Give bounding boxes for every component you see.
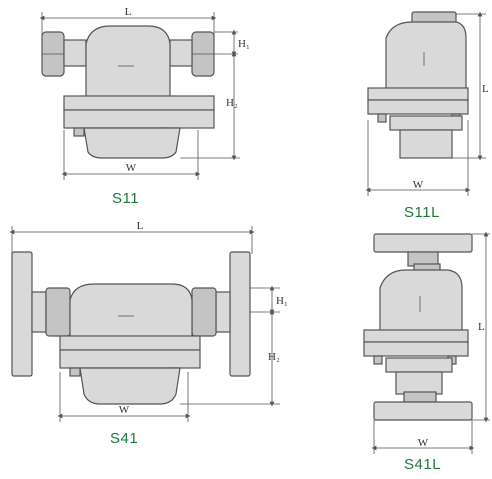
- s41l-l-label: L: [478, 321, 485, 333]
- s41l-caption: S41L: [404, 456, 442, 473]
- s41-h1-label: H₁: [276, 295, 288, 307]
- s41l-w-label: W: [418, 437, 429, 449]
- s41-l-label: L: [137, 220, 144, 232]
- s41-caption: S41: [110, 430, 139, 447]
- s11-h2-label: H₂: [226, 97, 238, 109]
- s41-w-label: W: [119, 404, 130, 416]
- s41-drawing: L H₁ H₂ W: [9, 220, 288, 422]
- s11-drawing: L H₁ H₂ W: [39, 6, 250, 180]
- s11-caption: S11: [112, 190, 140, 207]
- s11-w-label: W: [126, 162, 137, 174]
- s11l-l-label: L: [482, 83, 489, 95]
- s11-h1-label: H₁: [238, 38, 250, 50]
- s41l-drawing: L W: [363, 231, 490, 454]
- s11l-drawing: L W: [365, 11, 489, 196]
- s11-l-label: L: [125, 6, 132, 18]
- s41-h2-label: H₂: [268, 351, 280, 363]
- s11l-w-label: W: [413, 179, 424, 191]
- s11l-caption: S11L: [404, 204, 440, 221]
